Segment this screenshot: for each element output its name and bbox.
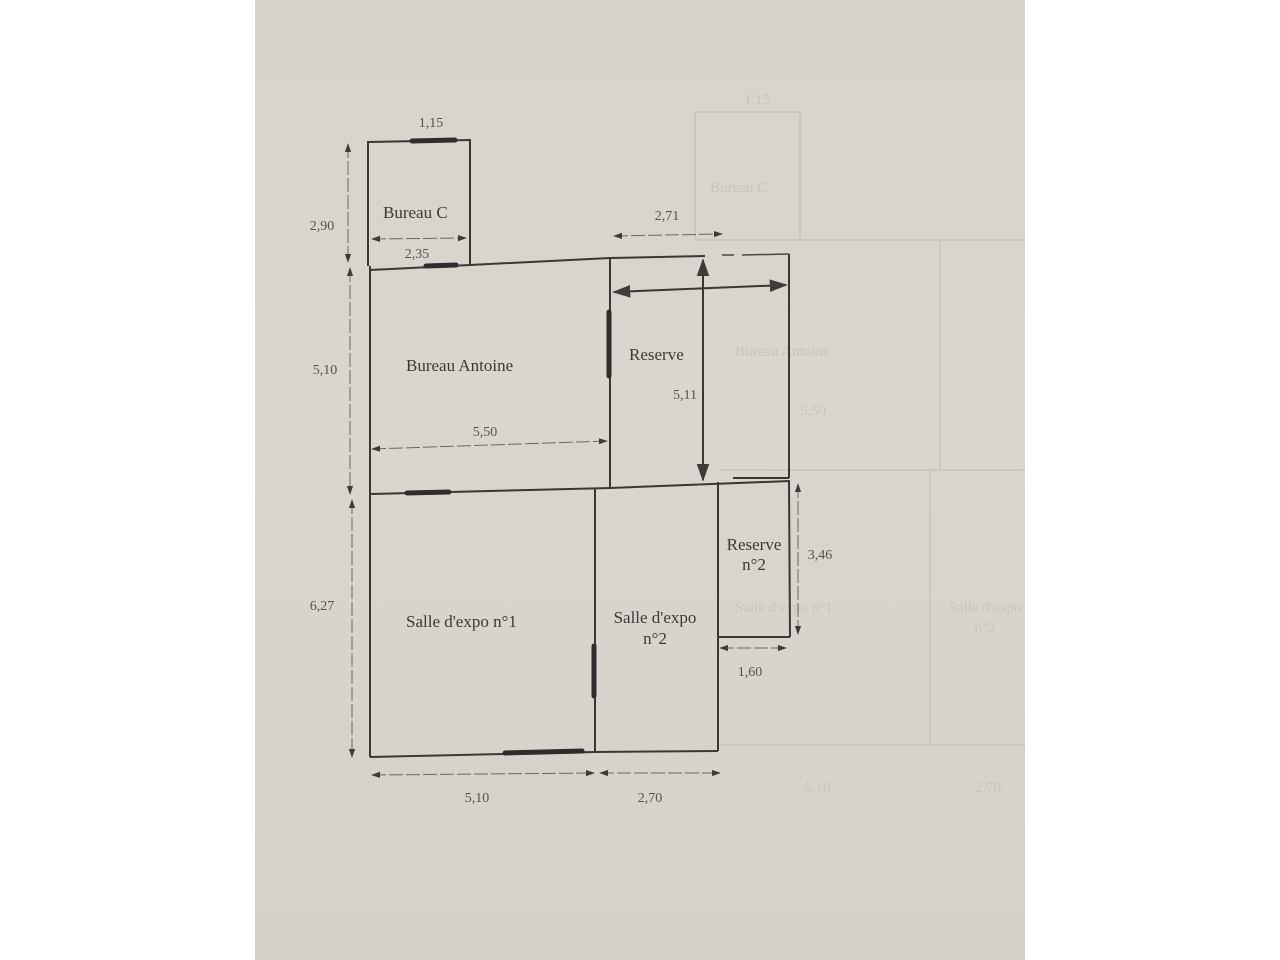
dim-salle-expo-1-width: 5,10 [465, 791, 490, 806]
dim-salle-expo-2-width: 2,70 [638, 791, 663, 806]
bleed-dim-550: 5,50 [800, 403, 826, 419]
room-label-salle-expo-1: Salle d'expo n°1 [406, 612, 517, 631]
dim-reserve-width: 2,71 [655, 209, 680, 224]
bleed-dim-top: 1,15 [744, 92, 770, 108]
bleed-bureau-c: Bureau C [710, 180, 767, 196]
room-salle-expo-2: Salle d'expo n°2 [591, 480, 791, 753]
dim-reserve-height: 5,11 [673, 388, 697, 403]
dim-reserve-2-height: 3,46 [808, 548, 833, 563]
dimension-labels: 1,15 2,90 2,35 2,71 5,10 5,50 5,11 6,27 … [310, 116, 833, 806]
dim-bureau-c-top: 1,15 [419, 116, 444, 131]
bleed-through: 1,15 Bureau C Bureau Antoine 5,50 Salle … [694, 92, 1025, 796]
room-reserve-2: Reserve n°2 [718, 481, 791, 638]
dim-reserve-2-width: 1,60 [738, 665, 763, 680]
dimension-lines [344, 143, 802, 779]
room-bureau-antoine: Bureau Antoine [369, 257, 612, 496]
room-label-salle-expo-2-line1: Salle d'expo [614, 608, 697, 627]
dim-bureau-c-height: 2,90 [310, 219, 335, 234]
dim-bureau-antoine-width: 5,50 [473, 425, 498, 440]
room-label-reserve-2-line1: Reserve [727, 535, 782, 554]
bleed-bottom-1: 5,10 [804, 780, 830, 796]
room-label-bureau-antoine: Bureau Antoine [406, 356, 513, 375]
room-salle-expo-1: Salle d'expo n°1 [369, 494, 596, 758]
paper-sheet [255, 0, 1025, 960]
room-label-reserve: Reserve [629, 345, 684, 364]
bleed-bureau-antoine: Bureau Antoine [735, 344, 830, 360]
dim-bureau-c-width: 2,35 [405, 247, 430, 262]
room-bureau-c: Bureau C [367, 137, 471, 266]
room-label-reserve-2-line2: n°2 [742, 555, 766, 574]
bleed-bottom-2: 2,70 [975, 780, 1001, 796]
room-reserve: Reserve [609, 253, 790, 482]
bleed-salle-1: Salle d'expo n°1 [735, 600, 833, 616]
room-label-bureau-c: Bureau C [383, 203, 448, 222]
bleed-salle-2-l2: n°2 [975, 620, 996, 636]
dim-salle-expo-height: 6,27 [310, 599, 335, 614]
dim-bureau-antoine-height: 5,10 [313, 363, 338, 378]
bleed-salle-2-l1: Salle d'expo [948, 600, 1021, 616]
room-label-salle-expo-2-line2: n°2 [643, 629, 667, 648]
